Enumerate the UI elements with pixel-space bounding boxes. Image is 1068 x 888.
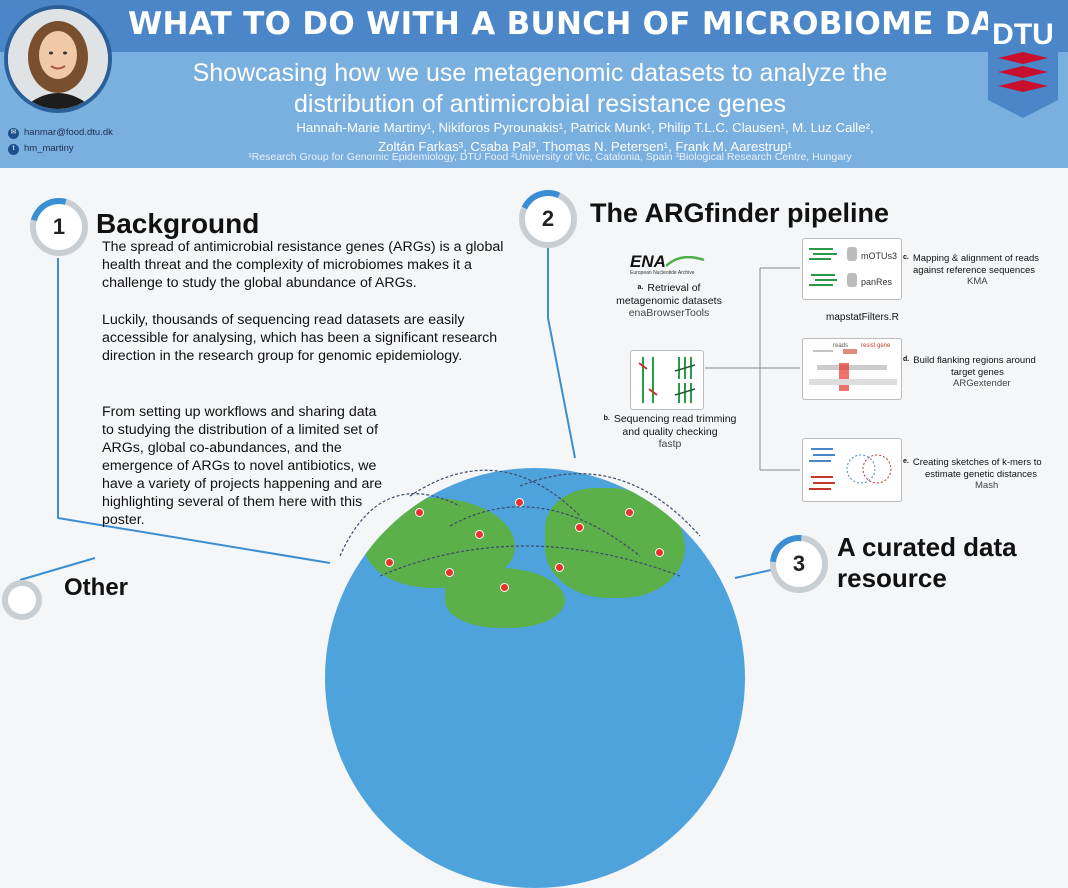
network-node: [575, 523, 584, 532]
step-c: c.Mapping & alignment of reads against r…: [903, 252, 1063, 288]
portrait-image: [8, 9, 108, 109]
network-arcs: [339, 469, 701, 577]
background-heading: Background: [96, 208, 260, 239]
background-paragraph-1: The spread of antimicrobial resistance g…: [102, 239, 504, 291]
section-number-3: 3: [770, 535, 828, 593]
curated-heading-line-1: A curated data: [837, 532, 1017, 562]
email-text[interactable]: hanmar@food.dtu.dk: [24, 127, 113, 138]
network-node: [415, 508, 424, 517]
step-a-label: a.: [637, 284, 644, 291]
author-photo: [4, 5, 112, 113]
twitter-handle[interactable]: hm_martiny: [24, 143, 74, 154]
network-node: [500, 583, 509, 592]
background-paragraph-3: From setting up workflows and sharing da…: [102, 404, 382, 528]
db-panres: panRes: [861, 277, 893, 287]
step-e-line2: estimate genetic distances: [925, 468, 1037, 480]
step-a-tool: enaBrowserTools: [628, 307, 710, 319]
email-row: ✉ hanmar@food.dtu.dk: [8, 125, 113, 141]
title-band: [0, 0, 1068, 52]
curated-heading: A curated data resource: [837, 532, 1017, 594]
author-list: Hannah-Marie Martiny¹, Nikiforos Pyrouna…: [205, 118, 965, 156]
network-node: [475, 530, 484, 539]
network-node: [445, 568, 454, 577]
authors-line-2: Zoltán Farkas³, Csaba Pal³, Thomas N. Pe…: [378, 139, 792, 154]
pipeline-heading: The ARGfinder pipeline: [590, 198, 890, 228]
land-mass: [545, 488, 685, 598]
mapstat-filter-label: mapstatFilters.R: [826, 312, 899, 323]
gene-tag: resist gene: [861, 343, 891, 349]
step-d: d.Build flanking regions around target g…: [903, 354, 1063, 390]
db-motus3: mOTUs3: [861, 251, 897, 261]
step-b-label: b.: [603, 415, 610, 422]
network-node: [555, 563, 564, 572]
reads-tag: reads: [833, 343, 849, 349]
curated-heading-line-2: resource: [837, 563, 947, 593]
dtu-shield-icon: DTU: [988, 0, 1058, 118]
other-heading: Other: [64, 574, 129, 601]
network-node: [655, 548, 664, 557]
step-c-line1: Mapping & alignment of reads: [912, 253, 1040, 264]
step-e-line1: Creating sketches of k-mers to: [912, 457, 1042, 468]
flanking-figure: reads resist gene: [802, 338, 902, 400]
ena-logo-subtext: European Nucleotide Archive: [630, 270, 695, 276]
step-d-line1: Build flanking regions around: [913, 355, 1036, 366]
step-d-label: d.: [903, 356, 910, 363]
twitter-icon: t: [8, 143, 19, 155]
twitter-row: t hm_martiny: [8, 141, 113, 157]
background-paragraph-2: Luckily, thousands of sequencing read da…: [102, 312, 498, 364]
email-icon: ✉: [8, 127, 19, 139]
network-node: [385, 558, 394, 567]
step-b-line1: Sequencing read trimming: [613, 413, 737, 425]
section-number-1: 1: [30, 198, 88, 256]
ena-logo-text: ENA: [630, 252, 666, 271]
step-c-tool: KMA: [967, 276, 988, 287]
step-e-label: e.: [903, 458, 909, 465]
poster-title: WHAT TO DO WITH A BUNCH OF MICROBIOME DA…: [128, 6, 1055, 42]
pipeline-flow-lines: [705, 267, 800, 471]
mapping-figure: mOTUs3 panRes: [802, 238, 902, 300]
step-d-tool: ARGextender: [953, 378, 1011, 389]
mapping-reads-icon: [809, 247, 857, 287]
flanking-regions-icon: [809, 349, 897, 391]
authors-line-1: Hannah-Marie Martiny¹, Nikiforos Pyrouna…: [296, 120, 874, 135]
poster-subtitle: Showcasing how we use metagenomic datase…: [192, 59, 888, 118]
ena-logo: ENA European Nucleotide Archive: [630, 252, 710, 276]
kmer-sketch-icon: [809, 448, 892, 490]
affiliations: ¹Research Group for Genomic Epidemiology…: [248, 151, 852, 163]
read-trimming-icon: [638, 357, 696, 403]
step-e-tool: Mash: [975, 480, 999, 491]
dtu-logo-text: DTU: [992, 18, 1054, 51]
step-a-line2: metagenomic datasets: [616, 294, 722, 307]
ena-swoosh-icon: [666, 256, 705, 267]
section-number-other: [2, 580, 42, 620]
step-a: a.Retrieval of metagenomic datasets enaB…: [598, 282, 740, 320]
step-a-line1: Retrieval of: [647, 282, 701, 294]
contact-info: ✉ hanmar@food.dtu.dk t hm_martiny: [8, 125, 113, 157]
step-b-tool: fastp: [658, 438, 682, 450]
step-b-line2: and quality checking: [622, 425, 718, 438]
step-c-label: c.: [903, 254, 909, 261]
trimming-figure: [630, 350, 704, 410]
step-d-line2: target genes: [951, 366, 1004, 378]
sketch-figure: [802, 438, 902, 502]
step-c-line2: against reference sequences: [913, 264, 1035, 276]
connector-lines: [19, 228, 781, 581]
section-number-2: 2: [519, 190, 577, 248]
network-node: [625, 508, 634, 517]
step-e: e.Creating sketches of k-mers to estimat…: [903, 456, 1063, 492]
step-b: b.Sequencing read trimming and quality c…: [595, 413, 745, 451]
dtu-logo: DTU: [978, 0, 1068, 120]
